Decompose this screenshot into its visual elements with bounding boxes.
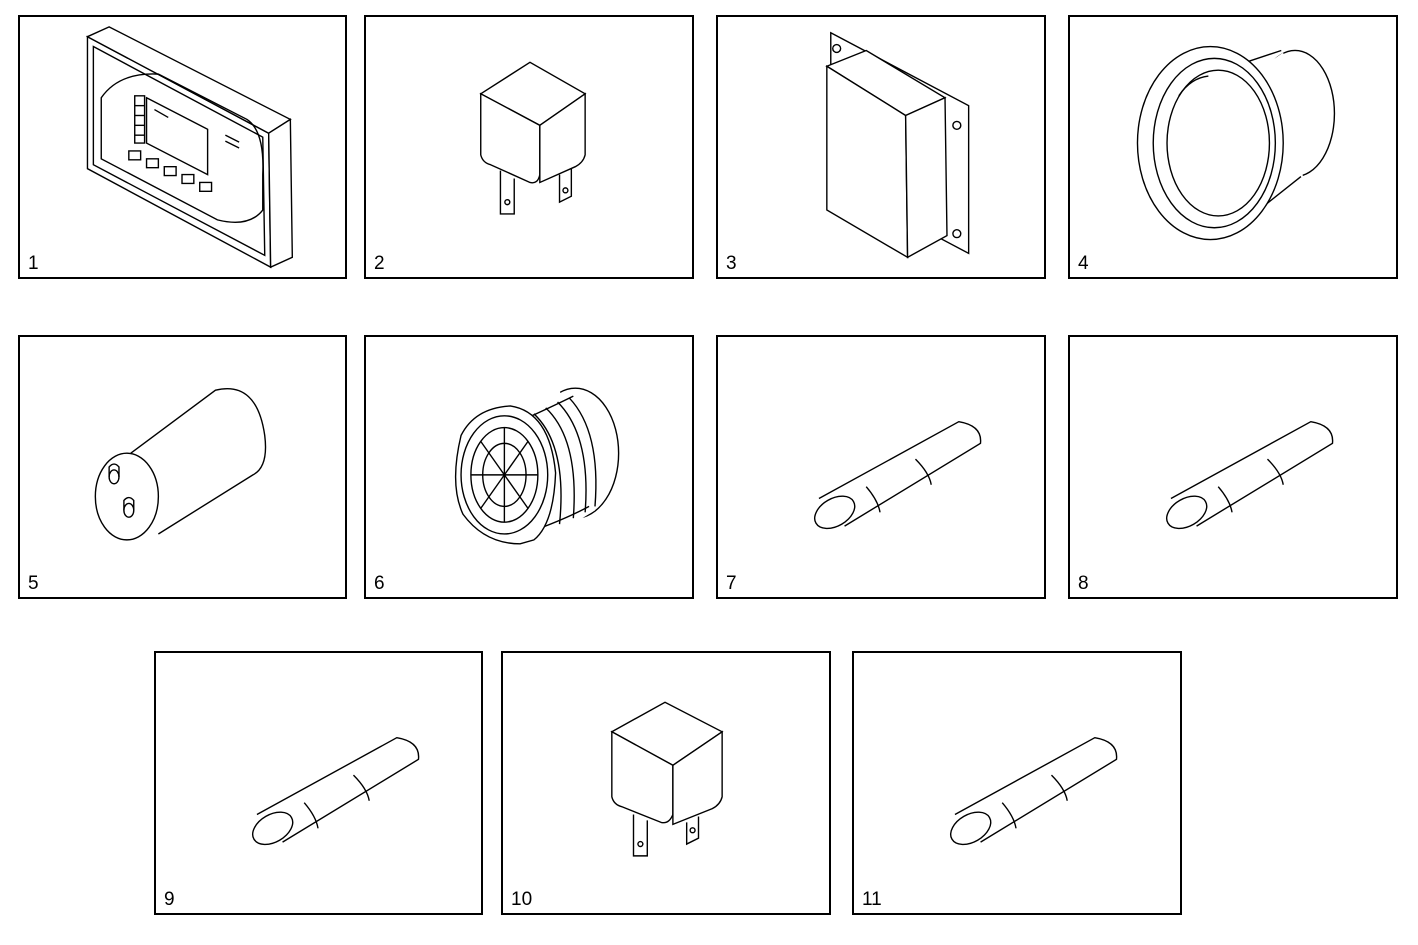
panel-number: 3	[726, 253, 737, 274]
panel-number: 10	[511, 889, 533, 910]
capacitor-icon	[20, 337, 345, 597]
part-panel-1: 1	[18, 15, 347, 279]
part-panel-5: 5	[18, 335, 347, 599]
knob-icon	[1070, 17, 1396, 277]
buzzer-icon	[366, 337, 692, 597]
relay-icon	[366, 17, 692, 277]
part-panel-11: 11	[852, 651, 1182, 915]
part-panel-8: 8	[1068, 335, 1398, 599]
panel-number: 4	[1078, 253, 1089, 274]
panel-number: 1	[28, 253, 39, 274]
panel-number: 9	[164, 889, 175, 910]
panel-number: 11	[862, 889, 882, 910]
part-panel-4: 4	[1068, 15, 1398, 279]
fuse-icon	[156, 653, 481, 913]
part-panel-10: 10	[501, 651, 831, 915]
panel-number: 7	[726, 573, 737, 594]
fuse-icon	[718, 337, 1044, 597]
part-panel-3: 3	[716, 15, 1046, 279]
part-panel-9: 9	[154, 651, 483, 915]
panel-number: 5	[28, 573, 39, 594]
part-panel-7: 7	[716, 335, 1046, 599]
panel-number: 6	[374, 573, 385, 594]
panel-number: 2	[374, 253, 385, 274]
part-panel-6: 6	[364, 335, 694, 599]
fuse-icon	[854, 653, 1180, 913]
panel-number: 8	[1078, 573, 1089, 594]
display-panel-icon	[20, 17, 345, 277]
control-module-icon	[718, 17, 1044, 277]
fuse-icon	[1070, 337, 1396, 597]
part-panel-2: 2	[364, 15, 694, 279]
relay-icon	[503, 653, 829, 913]
